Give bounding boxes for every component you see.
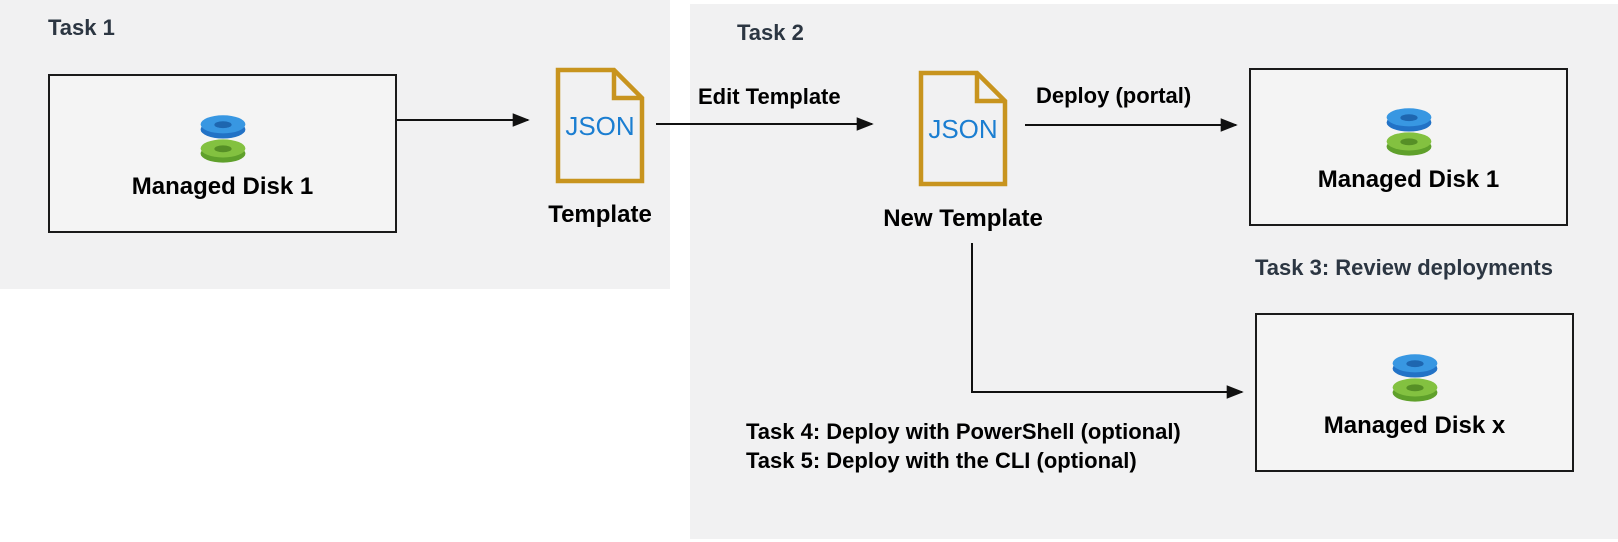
template-group: JSON Template — [515, 67, 685, 228]
task3-title: Task 3: Review deployments — [1255, 255, 1553, 280]
managed-disk-x-box: Managed Disk x — [1255, 313, 1574, 472]
json-file-icon: JSON — [555, 67, 645, 184]
template-label: Template — [548, 201, 652, 228]
edit-template-label: Edit Template — [698, 84, 841, 109]
managed-disk-icon — [1386, 108, 1431, 156]
disk-box-label: Managed Disk x — [1323, 411, 1506, 439]
json-file-type-text: JSON — [928, 114, 997, 144]
new-template-group: JSON New Template — [878, 69, 1048, 232]
deploy-portal-label: Deploy (portal) — [1036, 83, 1192, 108]
task1-title: Task 1 — [48, 15, 115, 40]
disk-box-label: Managed Disk 1 — [1317, 166, 1500, 194]
new-template-label: New Template — [883, 205, 1043, 232]
managed-disk-1-deployed-box: Managed Disk 1 — [1249, 68, 1568, 226]
task2-title: Task 2 — [737, 20, 804, 45]
task4-title: Task 4: Deploy with PowerShell (optional… — [746, 419, 1181, 444]
task45-block: Task 4: Deploy with PowerShell (optional… — [746, 417, 1181, 475]
task5-title: Task 5: Deploy with the CLI (optional) — [746, 448, 1137, 473]
managed-disk-icon — [1392, 354, 1437, 402]
json-file-icon: JSON — [918, 70, 1008, 187]
disk-box-label: Managed Disk 1 — [131, 172, 314, 200]
managed-disk-icon — [200, 115, 245, 163]
managed-disk-1-box: Managed Disk 1 — [48, 74, 397, 233]
json-file-type-text: JSON — [565, 111, 634, 141]
